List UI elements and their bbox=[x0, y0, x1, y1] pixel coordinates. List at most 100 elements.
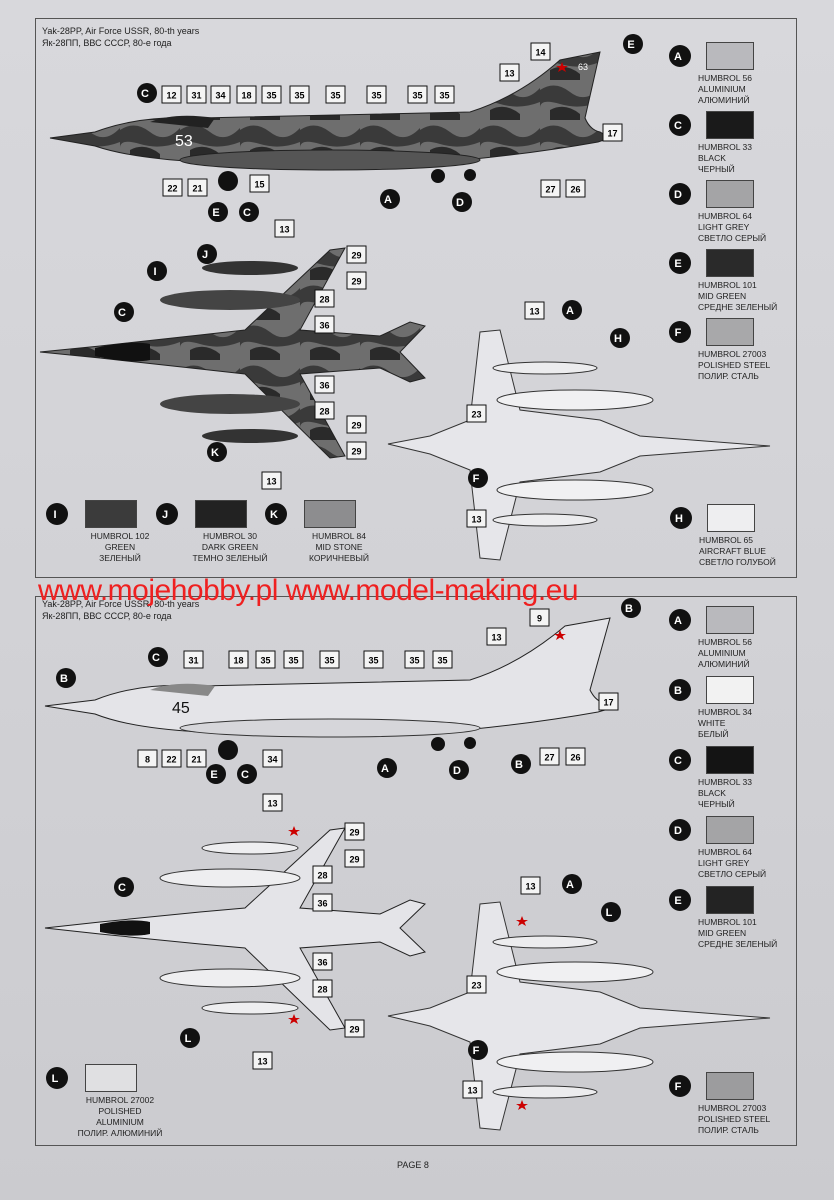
paint-ref-b-icon: B bbox=[511, 754, 531, 774]
svg-text:28: 28 bbox=[317, 871, 327, 881]
callout-number: 13 bbox=[462, 1080, 483, 1099]
svg-text:C: C bbox=[674, 120, 682, 132]
svg-text:L: L bbox=[606, 907, 613, 919]
red-star-icon bbox=[516, 1100, 528, 1110]
svg-text:13: 13 bbox=[471, 515, 481, 525]
header-ru: Як-28ПП, ВВС СССР, 80-е года bbox=[42, 38, 172, 48]
top-side-tail-number: 53 bbox=[175, 133, 193, 150]
paint-ref-f-icon: F bbox=[468, 1040, 488, 1060]
svg-text:36: 36 bbox=[319, 321, 329, 331]
color-chip bbox=[85, 1064, 137, 1092]
callout-number: 13 bbox=[524, 301, 545, 320]
svg-text:C: C bbox=[141, 88, 149, 100]
callout-number: 21 bbox=[187, 178, 208, 197]
svg-text:L: L bbox=[185, 1033, 192, 1045]
paint-letter-icon: F bbox=[668, 320, 692, 349]
color-chip bbox=[706, 42, 754, 70]
svg-text:K: K bbox=[270, 509, 278, 521]
svg-text:A: A bbox=[674, 615, 682, 627]
callout-number: 13 bbox=[466, 509, 487, 528]
callout-number: 28 bbox=[314, 401, 335, 420]
bottom-side-tail-number: 45 bbox=[172, 700, 190, 717]
svg-text:13: 13 bbox=[257, 1057, 267, 1067]
svg-text:A: A bbox=[381, 763, 389, 775]
callout-number: 27 bbox=[539, 747, 560, 766]
callout-number: 27 bbox=[540, 179, 561, 198]
svg-text:22: 22 bbox=[166, 755, 176, 765]
color-chip bbox=[706, 816, 754, 844]
svg-text:31: 31 bbox=[191, 91, 201, 101]
svg-text:8: 8 bbox=[145, 755, 150, 765]
callout-number: 35 bbox=[366, 85, 387, 104]
paint-letter-icon: B bbox=[668, 678, 692, 707]
paint-letter-icon: K bbox=[264, 502, 288, 531]
color-chip bbox=[706, 886, 754, 914]
paint-letter-icon: I bbox=[45, 502, 69, 531]
red-star-icon bbox=[556, 62, 568, 72]
color-chip bbox=[706, 746, 754, 774]
svg-text:35: 35 bbox=[439, 91, 449, 101]
svg-text:B: B bbox=[60, 673, 68, 685]
paint-ref-h-icon: H bbox=[610, 328, 630, 348]
svg-text:B: B bbox=[625, 603, 633, 615]
svg-text:35: 35 bbox=[409, 656, 419, 666]
paint-letter-icon: A bbox=[668, 608, 692, 637]
svg-text:D: D bbox=[456, 197, 464, 209]
callout-number: 26 bbox=[565, 179, 586, 198]
svg-text:F: F bbox=[675, 327, 682, 339]
svg-text:36: 36 bbox=[319, 381, 329, 391]
callout-number: 18 bbox=[236, 85, 257, 104]
svg-text:35: 35 bbox=[368, 656, 378, 666]
paint-letter-icon: D bbox=[668, 818, 692, 847]
svg-text:A: A bbox=[674, 51, 682, 63]
svg-text:L: L bbox=[52, 1073, 59, 1085]
svg-text:15: 15 bbox=[254, 180, 264, 190]
callout-number: 12 bbox=[161, 85, 182, 104]
svg-text:13: 13 bbox=[529, 307, 539, 317]
svg-text:13: 13 bbox=[491, 633, 501, 643]
callout-number: 26 bbox=[565, 747, 586, 766]
callout-number: 29 bbox=[346, 245, 367, 264]
callout-number: 35 bbox=[407, 85, 428, 104]
svg-text:35: 35 bbox=[288, 656, 298, 666]
watermark: www.mojehobby.pl www.model-making.eu bbox=[38, 574, 579, 607]
svg-text:I: I bbox=[53, 509, 56, 521]
callout-number: 36 bbox=[314, 375, 335, 394]
svg-text:C: C bbox=[241, 769, 249, 781]
paint-letter-icon: E bbox=[668, 888, 692, 917]
bottom-lower-view bbox=[387, 901, 771, 1131]
header-en: Yak-28PP, Air Force USSR, 80-th years bbox=[42, 26, 200, 36]
callout-number: 34 bbox=[210, 85, 231, 104]
svg-text:J: J bbox=[202, 249, 208, 261]
callout-number: 35 bbox=[289, 85, 310, 104]
callout-number: 35 bbox=[283, 650, 304, 669]
red-star-icon bbox=[554, 630, 566, 640]
callout-number: 29 bbox=[346, 271, 367, 290]
svg-text:J: J bbox=[162, 509, 168, 521]
svg-text:C: C bbox=[243, 207, 251, 219]
svg-text:13: 13 bbox=[279, 225, 289, 235]
svg-text:36: 36 bbox=[317, 958, 327, 968]
callout-number: 23 bbox=[466, 975, 487, 994]
svg-text:28: 28 bbox=[317, 985, 327, 995]
red-star-icon bbox=[288, 826, 300, 836]
red-star-icon bbox=[516, 916, 528, 926]
paint-ref-c-icon: C bbox=[114, 877, 134, 897]
svg-text:F: F bbox=[473, 1045, 480, 1057]
top-upper-view bbox=[39, 247, 426, 459]
top-fin-number: 63 bbox=[578, 62, 588, 72]
color-chip bbox=[706, 1072, 754, 1100]
svg-text:27: 27 bbox=[544, 753, 554, 763]
paint-ref-e-icon: E bbox=[208, 202, 228, 222]
